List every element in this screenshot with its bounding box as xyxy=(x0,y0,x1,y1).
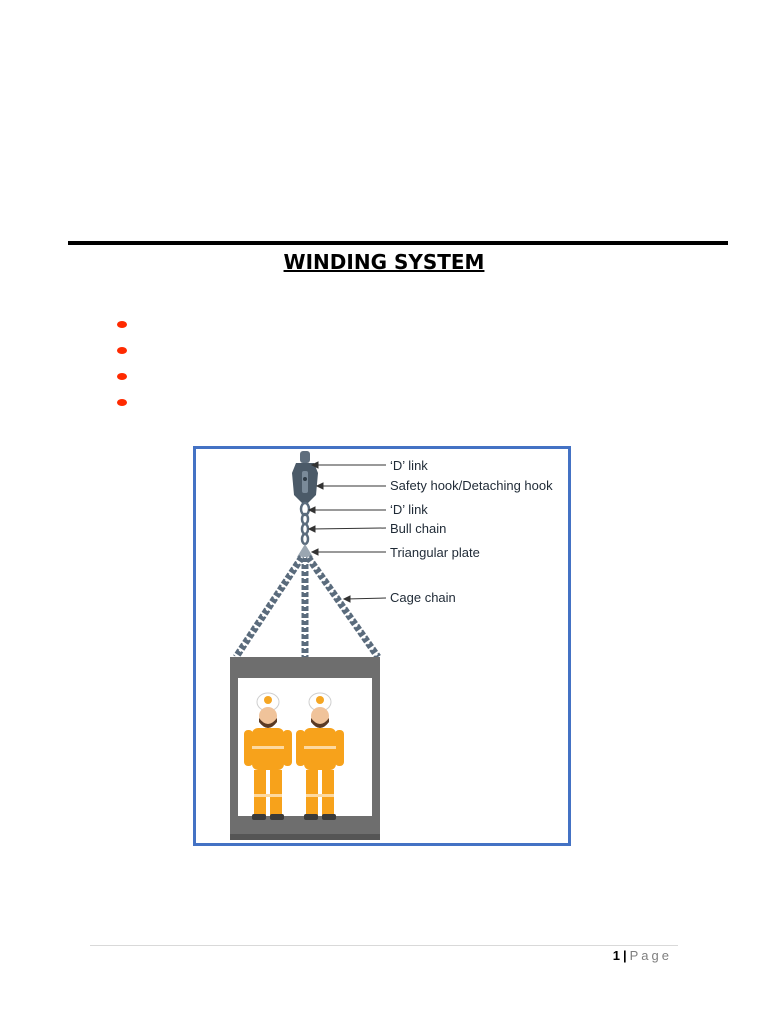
label-triangular-plate: Triangular plate xyxy=(390,545,480,560)
bullet-icon xyxy=(117,321,127,328)
cage-chain-icon xyxy=(233,554,381,660)
label-d-link-top: ‘D’ link xyxy=(390,458,428,473)
footer-separator: | xyxy=(622,948,627,963)
footer-rule xyxy=(90,945,678,946)
label-safety-hook: Safety hook/Detaching hook xyxy=(390,478,553,493)
winding-diagram: ‘D’ link Safety hook/Detaching hook ‘D’ … xyxy=(230,451,553,840)
bullet-icon xyxy=(117,347,127,354)
bull-chain-icon xyxy=(300,512,310,546)
label-cage-chain: Cage chain xyxy=(390,590,456,605)
bullet-icon xyxy=(117,399,127,406)
callout-arrows xyxy=(307,461,387,603)
bullet-icon xyxy=(117,373,127,380)
cage-icon xyxy=(230,657,380,840)
miner-figure-icon xyxy=(296,692,344,820)
page-number: 1 xyxy=(612,948,620,963)
page-footer: 1|Page xyxy=(613,948,672,963)
safety-hook-icon xyxy=(292,463,318,503)
label-bull-chain: Bull chain xyxy=(390,521,446,536)
page-word: Page xyxy=(629,948,672,963)
miner-figure-icon xyxy=(244,692,292,820)
page-title: WINDING SYSTEM xyxy=(283,250,485,274)
triangular-plate-icon xyxy=(297,544,313,557)
d-link-top-icon xyxy=(300,451,310,463)
figure-frame: ‘D’ link Safety hook/Detaching hook ‘D’ … xyxy=(193,446,571,846)
header-rule xyxy=(68,241,728,245)
label-d-link-bottom: ‘D’ link xyxy=(390,502,428,517)
